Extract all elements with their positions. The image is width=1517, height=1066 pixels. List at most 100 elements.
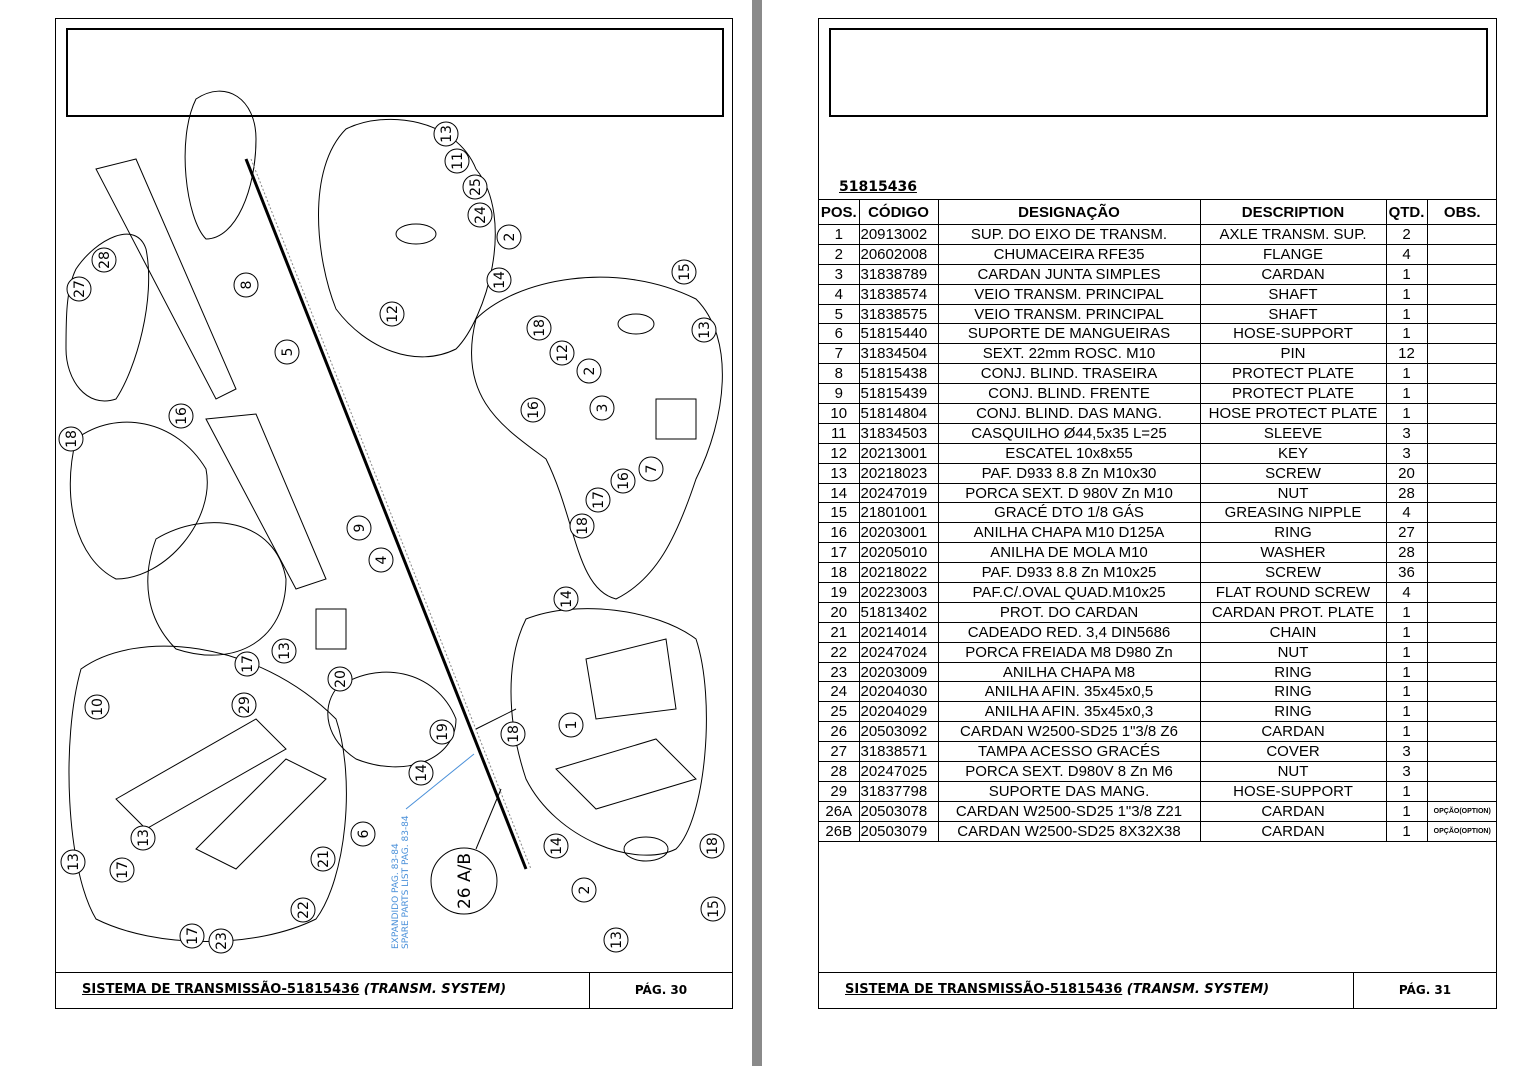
balloon-circle	[603, 927, 629, 953]
table-cell: 21801001	[858, 502, 939, 524]
table-cell	[1426, 641, 1497, 663]
table-cell	[1426, 582, 1497, 603]
table-cell: SUPORTE DE MANGUEIRAS	[937, 323, 1201, 345]
page-number: PÁG. 30	[589, 973, 732, 1008]
table-cell: HOSE PROTECT PLATE	[1199, 403, 1387, 424]
table-cell: 4	[819, 283, 860, 305]
balloon-number: 29	[237, 696, 253, 714]
balloon-number: 9	[352, 524, 368, 533]
table-cell: 51815440	[858, 323, 939, 345]
table-cell: 20204030	[858, 681, 939, 703]
table-cell: VEIO TRANSM. PRINCIPAL	[937, 303, 1201, 325]
table-cell: SUP. DO EIXO DE TRANSM.	[937, 224, 1201, 245]
table-cell: VEIO TRANSM. PRINCIPAL	[937, 283, 1201, 305]
callout-outline	[318, 118, 496, 358]
note-line-2: SPARE PARTS LIST PAG. 83-84	[401, 815, 411, 949]
balloon-circle	[444, 148, 470, 174]
balloon-circle	[585, 487, 611, 513]
table-cell: 29	[819, 780, 860, 802]
table-cell: 22	[819, 641, 860, 663]
table-cell: SHAFT	[1199, 303, 1387, 325]
balloon-label-26ab: 26 A/B	[455, 853, 475, 909]
column-header: DESCRIPTION	[1199, 199, 1387, 225]
table-cell: 15	[819, 502, 860, 524]
table-cell: TAMPA ACESSO GRACÉS	[937, 741, 1201, 763]
balloon-number: 4	[374, 555, 390, 564]
table-cell: CHUMACEIRA RFE35	[937, 243, 1201, 265]
table-cell: 51815438	[858, 363, 939, 385]
balloon-circle-large	[430, 847, 498, 915]
table-cell: 31838574	[858, 283, 939, 305]
table-cell: 31834504	[858, 343, 939, 365]
balloon-number: 3	[595, 404, 611, 413]
balloon-number: 23	[214, 932, 230, 950]
table-cell: 28	[819, 761, 860, 782]
balloon-circle	[168, 403, 194, 429]
table-cell: 20203001	[858, 522, 939, 544]
table-cell: PORCA SEXT. D 980V Zn M10	[937, 482, 1201, 504]
callout-outline	[147, 522, 287, 656]
table-cell: PROTECT PLATE	[1199, 383, 1387, 405]
table-cell: 20503092	[858, 721, 939, 743]
table-cell: 1	[1385, 323, 1428, 345]
balloon-number: 15	[677, 263, 693, 281]
table-cell	[1426, 661, 1497, 683]
balloon-circle	[671, 259, 697, 285]
table-cell: 27	[819, 741, 860, 763]
table-cell	[1426, 363, 1497, 385]
note-line-1: EXPANDIDO PAG. 83-84	[391, 843, 401, 949]
balloon-circle	[589, 395, 615, 421]
balloon-number: 21	[316, 850, 332, 868]
balloon-circle	[290, 897, 316, 923]
table-cell: RING	[1199, 701, 1387, 723]
balloon-number: 8	[239, 281, 255, 290]
main-shaft	[244, 158, 528, 870]
table-cell: 18	[819, 562, 860, 584]
balloon-circle	[274, 339, 300, 365]
table-cell: 9	[819, 383, 860, 405]
table-cell: 36	[1385, 562, 1428, 584]
table-cell	[1426, 263, 1497, 285]
table-cell	[1426, 303, 1497, 325]
column-header: POS.	[819, 199, 860, 225]
footer-title: SISTEMA DE TRANSMISSÃO-51815436	[845, 982, 1123, 997]
table-cell	[1426, 224, 1497, 245]
table-cell: 17	[819, 542, 860, 564]
axle-support	[555, 738, 697, 810]
table-cell: CONJ. BLIND. FRENTE	[937, 383, 1201, 405]
balloon-number: 12	[385, 305, 401, 323]
table-cell: 16	[819, 522, 860, 544]
balloon-number: 17	[115, 861, 131, 879]
table-cell: CARDAN PROT. PLATE	[1199, 601, 1387, 623]
table-cell: 31838571	[858, 741, 939, 763]
column-header: CÓDIGO	[858, 199, 939, 225]
table-cell: 23	[819, 661, 860, 683]
balloon-circle	[520, 397, 546, 423]
balloon-circle	[379, 301, 405, 327]
balloon-circle	[234, 651, 260, 677]
table-cell: 1	[1385, 283, 1428, 305]
page-gap-divider	[752, 0, 762, 1066]
table-cell: 28	[1385, 542, 1428, 564]
table-cell	[1426, 482, 1497, 504]
table-cell: 20218023	[858, 462, 939, 484]
balloon-number: 13	[66, 853, 82, 871]
table-cell: NUT	[1199, 761, 1387, 782]
balloon-number: 14	[414, 764, 430, 782]
balloon-circle	[346, 515, 372, 541]
table-cell: CARDAN	[1199, 800, 1387, 822]
shaft-hidden-line	[250, 158, 532, 870]
balloon-circle	[549, 340, 575, 366]
balloon-circle	[208, 928, 234, 954]
balloon-circle	[526, 315, 552, 341]
callout-outline	[184, 90, 257, 240]
table-cell: 1	[1385, 303, 1428, 325]
